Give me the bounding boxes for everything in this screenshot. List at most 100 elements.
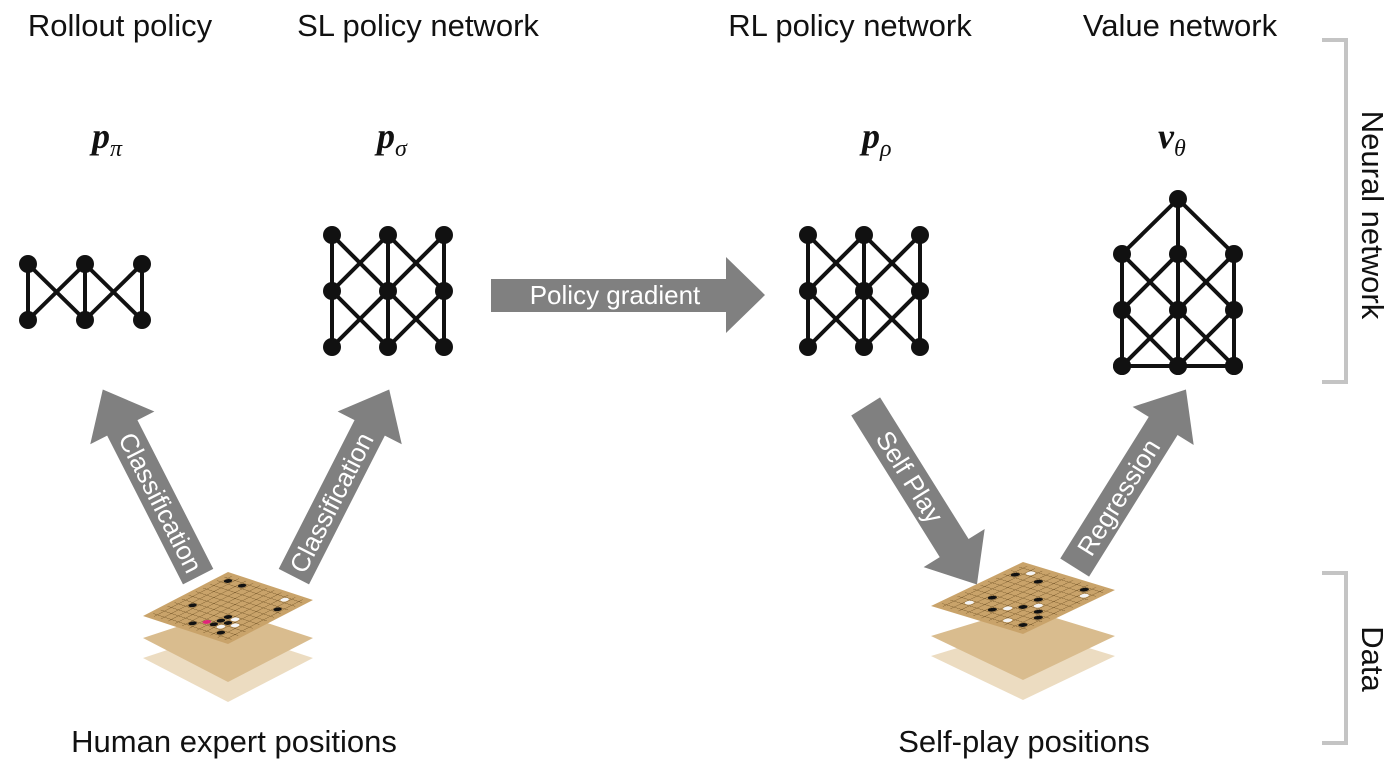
- sl-symbol-subscript: σ: [395, 136, 408, 162]
- go-stone: [280, 597, 289, 602]
- self-play-top-board: [931, 562, 1115, 635]
- rl-policy-network-title: RL policy network: [728, 8, 972, 43]
- go-stone: [1033, 579, 1043, 584]
- network-edge: [1120, 197, 1180, 256]
- network-edge: [26, 262, 87, 322]
- network-node: [1169, 301, 1187, 319]
- neural-network-side-label: Neural network: [1355, 111, 1390, 320]
- data-bracket: [1322, 571, 1348, 745]
- network-edge: [1120, 252, 1180, 312]
- network-edge: [1176, 252, 1236, 312]
- human-expert-board-stack: [143, 572, 313, 702]
- network-node: [911, 282, 929, 300]
- self-play-label: Self Play: [870, 425, 950, 528]
- go-stone: [1026, 571, 1036, 576]
- rollout-symbol: pπ: [89, 116, 123, 162]
- rollout-network-graph: [19, 255, 151, 329]
- human-expert-positions-label: Human expert positions: [71, 724, 397, 759]
- go-stone: [1018, 623, 1028, 627]
- network-node: [1113, 357, 1131, 375]
- network-node: [379, 282, 397, 300]
- regression-label: Regression: [1071, 433, 1166, 560]
- network-node: [133, 311, 151, 329]
- go-stone: [223, 579, 233, 583]
- network-node: [323, 226, 341, 244]
- human-expert-top-board: [143, 572, 313, 645]
- self-play-positions-label: Self-play positions: [898, 724, 1150, 759]
- go-stone: [1033, 609, 1043, 614]
- value-symbol-base: v: [1158, 116, 1175, 156]
- go-stone: [987, 595, 997, 600]
- network-node: [911, 338, 929, 356]
- go-stone: [1033, 615, 1043, 620]
- rollout-symbol-subscript: π: [110, 136, 123, 162]
- network-node: [133, 255, 151, 273]
- rollout-policy-title: Rollout policy: [28, 8, 213, 43]
- go-stone: [202, 620, 212, 624]
- network-node: [1225, 301, 1243, 319]
- network-edge: [83, 262, 144, 322]
- network-edge: [386, 289, 446, 349]
- network-edge: [330, 289, 390, 349]
- go-stone: [1033, 597, 1043, 602]
- network-node: [1113, 301, 1131, 319]
- go-stone: [1033, 603, 1043, 608]
- network-node: [379, 226, 397, 244]
- go-stone: [223, 621, 233, 625]
- value-symbol-subscript: θ: [1174, 136, 1186, 162]
- rl-network-graph: [799, 226, 929, 356]
- go-stone: [273, 607, 282, 612]
- network-node: [799, 226, 817, 244]
- go-stone: [237, 583, 247, 588]
- rollout-symbol-base: p: [89, 116, 110, 156]
- value-network-graph: [1113, 190, 1243, 375]
- network-edge: [1176, 197, 1236, 256]
- regression-arrow: Regression: [1060, 389, 1194, 577]
- network-node: [76, 255, 94, 273]
- network-edge: [1176, 308, 1236, 368]
- network-node: [323, 338, 341, 356]
- network-node: [855, 226, 873, 244]
- sl-symbol: pσ: [374, 116, 408, 162]
- neural-network-bracket: [1322, 38, 1348, 384]
- go-stone: [188, 621, 197, 626]
- sl-symbol-base: p: [374, 116, 395, 156]
- rl-symbol: pρ: [859, 116, 892, 162]
- go-stone: [1003, 606, 1013, 611]
- network-node: [1169, 357, 1187, 375]
- network-node: [911, 226, 929, 244]
- network-node: [19, 311, 37, 329]
- network-node: [1225, 357, 1243, 375]
- network-node: [799, 338, 817, 356]
- network-edge: [386, 233, 446, 293]
- network-node: [379, 338, 397, 356]
- network-edge: [806, 289, 866, 349]
- classification-right-label: Classification: [283, 428, 379, 578]
- network-node: [19, 255, 37, 273]
- go-stone: [216, 618, 226, 623]
- self-play-arrow: Self Play: [851, 397, 985, 585]
- self-play-board-stack: [931, 562, 1115, 700]
- classification-left-label: Classification: [112, 428, 208, 578]
- go-stone: [1010, 572, 1020, 577]
- value-symbol: vθ: [1158, 116, 1186, 162]
- network-edge: [806, 233, 866, 293]
- network-edge: [1120, 308, 1180, 368]
- sl-network-graph: [323, 226, 453, 356]
- network-node: [1169, 245, 1187, 263]
- network-node: [1169, 190, 1187, 208]
- value-network-title: Value network: [1083, 8, 1278, 43]
- rl-symbol-base: p: [859, 116, 880, 156]
- go-stone: [1003, 618, 1013, 623]
- policy-gradient-arrow: Policy gradient: [491, 257, 765, 333]
- network-node: [855, 338, 873, 356]
- go-stone: [964, 600, 974, 605]
- network-node: [1113, 245, 1131, 263]
- network-node: [435, 226, 453, 244]
- go-stone: [1079, 593, 1089, 598]
- network-node: [435, 282, 453, 300]
- network-node: [76, 311, 94, 329]
- go-stone: [216, 630, 226, 635]
- network-node: [855, 282, 873, 300]
